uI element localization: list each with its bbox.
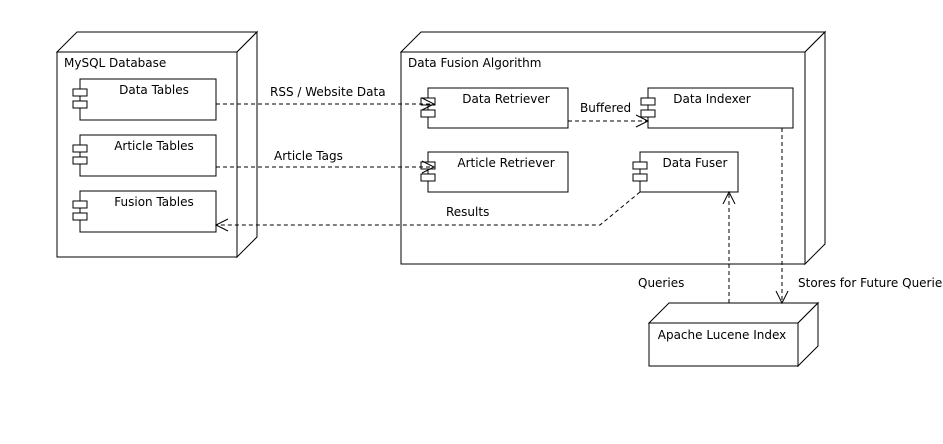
component-label: Data Tables: [119, 83, 189, 97]
lucene-node-top-face: [647, 302, 820, 324]
edge-label: Article Tags: [274, 149, 343, 163]
component-label: Data Retriever: [462, 92, 549, 106]
edge-rss-website-data: RSS / Website Data: [216, 85, 436, 111]
fusion-node-top-face: [399, 31, 827, 53]
component-label: Article Tables: [114, 139, 194, 153]
mysql-node-top-face: [55, 31, 259, 53]
edge-stores-for-future-queries: Stores for Future Queries: [775, 128, 943, 305]
fusion-node-side-face: [804, 30, 826, 266]
lucene-node-title: Apache Lucene Index: [658, 328, 786, 342]
component-label: Article Retriever: [457, 156, 554, 170]
edge-article-tags: Article Tags: [216, 149, 436, 174]
component-data-fuser: Data Fuser: [632, 151, 739, 193]
mysql-node-title: MySQL Database: [64, 56, 166, 70]
fusion-node-title: Data Fusion Algorithm: [408, 56, 541, 70]
edge-label: Results: [446, 205, 489, 219]
component-label: Fusion Tables: [114, 195, 193, 209]
data-fusion-algorithm-node: Data Fusion Algorithm Data Retriever Dat…: [399, 30, 827, 266]
mysql-database-node: MySQL Database Data Tables Article Table…: [55, 30, 259, 259]
edge-label: RSS / Website Data: [270, 85, 386, 99]
component-article-tables: Article Tables: [72, 134, 217, 177]
edge-buffered: Buffered: [568, 101, 650, 128]
edge-label: Buffered: [580, 101, 631, 115]
component-data-indexer: Data Indexer: [640, 87, 794, 129]
apache-lucene-index-node: Apache Lucene Index: [647, 301, 820, 368]
component-article-retriever: Article Retriever: [420, 151, 569, 193]
edge-label: Stores for Future Queries: [798, 276, 943, 290]
component-label: Data Fuser: [663, 156, 728, 170]
component-label: Data Indexer: [673, 92, 751, 106]
edge-label: Queries: [638, 276, 684, 290]
edge-queries: Queries: [638, 190, 736, 303]
edge-results: Results: [214, 191, 641, 232]
lucene-node-front-face: [648, 322, 799, 367]
component-fusion-tables: Fusion Tables: [72, 190, 217, 233]
mysql-node-side-face: [236, 30, 258, 259]
component-data-retriever: Data Retriever: [420, 87, 569, 129]
component-data-tables: Data Tables: [72, 78, 217, 121]
